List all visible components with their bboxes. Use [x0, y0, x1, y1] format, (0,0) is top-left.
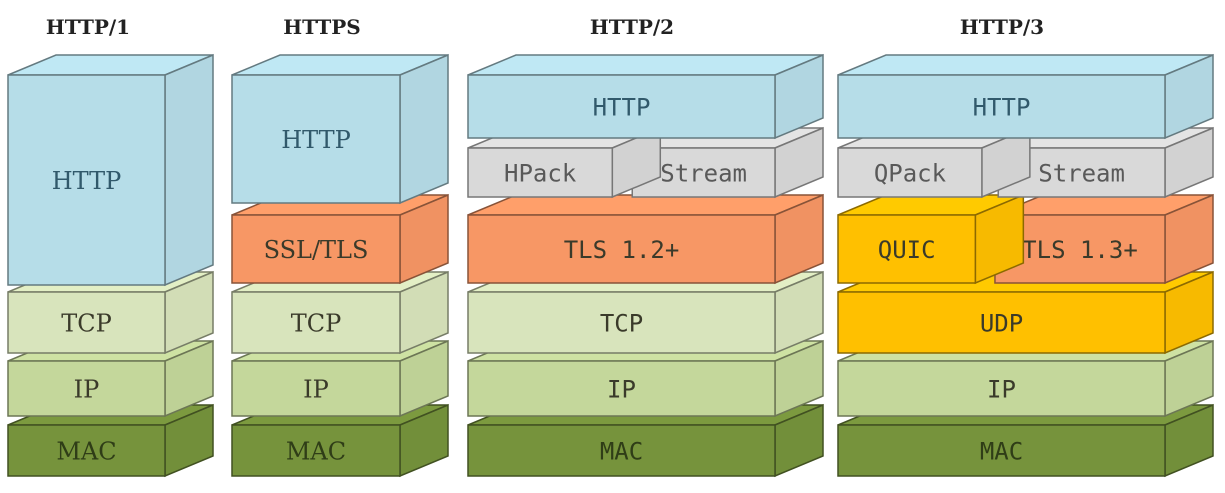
layer-top-face [467, 54, 824, 76]
layer-front-face [231, 424, 401, 477]
layer-label-tcp: TCP [291, 310, 342, 338]
stack-http-2: MAC IP TCP TLS 1.2+ Stream HPack HTTP [467, 53, 824, 478]
layer-front-face [467, 360, 776, 417]
layer-label-mac: MAC [56, 438, 116, 466]
layer-quic: QUIC [837, 193, 1025, 285]
layer-front-face [837, 424, 1166, 477]
layer-tcp: TCP [467, 270, 824, 355]
layer-front-face [467, 424, 776, 477]
layer-front-face [467, 291, 776, 354]
layer-ssl-tls: SSL/TLS [231, 193, 449, 285]
layer-label-tcp: TCP [600, 310, 643, 338]
layer-front-face [7, 74, 166, 286]
layer-top-face [467, 194, 824, 216]
column-title-http-2: HTTP/2 [590, 15, 674, 39]
layer-front-face [467, 147, 614, 198]
layer-label-mac: MAC [980, 438, 1023, 466]
layer-front-face [231, 74, 401, 204]
layer-top-face [837, 54, 1214, 76]
layer-label-tls-1-2: TLS 1.2+ [564, 236, 680, 264]
layer-label-mac: MAC [600, 438, 643, 466]
layer-label-http: HTTP [973, 94, 1031, 122]
layer-label-quic: QUIC [878, 236, 936, 264]
layer-label-udp: UDP [980, 310, 1023, 338]
layer-front-face [837, 214, 977, 284]
layer-front-face [231, 360, 401, 417]
layer-label-ssl-tls: SSL/TLS [264, 236, 369, 264]
layer-mac: MAC [837, 403, 1214, 478]
layer-label-http: HTTP [52, 167, 122, 195]
layer-label-qpack: QPack [874, 160, 947, 188]
layer-label-tcp: TCP [61, 310, 112, 338]
layer-label-ip: IP [74, 376, 100, 404]
layer-front-face [7, 424, 166, 477]
layer-tls-1-3: TLS 1.3+ [994, 193, 1214, 285]
layer-label-hpack: HPack [504, 160, 577, 188]
layer-label-tls-1-3: TLS 1.3+ [1022, 236, 1138, 264]
column-title-https: HTTPS [283, 15, 360, 39]
layer-qpack: QPack [837, 126, 1031, 199]
layer-front-face [7, 291, 166, 354]
stack-https: MAC IP TCP SSL/TLS HTTP [231, 53, 449, 478]
layer-label-stream: Stream [1038, 160, 1125, 188]
layer-front-face [837, 291, 1166, 354]
stack-http-1: MAC IP TCP HTTP [7, 53, 214, 478]
layer-tcp: TCP [231, 270, 449, 355]
layer-label-http: HTTP [281, 126, 351, 154]
layer-front-face [837, 74, 1166, 139]
layer-front-face [837, 360, 1166, 417]
layer-stream: Stream [631, 126, 824, 199]
layer-label-ip: IP [303, 376, 329, 404]
layer-label-ip: IP [987, 376, 1016, 404]
stack-http-3: MAC IP UDP TLS 1.3+ QUIC Stream QPack HTTP [837, 53, 1214, 478]
layer-label-mac: MAC [286, 438, 346, 466]
layer-front-face [7, 360, 166, 417]
layer-side-face [399, 53, 449, 205]
layer-udp: UDP [837, 270, 1214, 355]
layer-http: HTTP [467, 53, 824, 140]
column-title-http-1: HTTP/1 [46, 15, 130, 39]
column-title-http-3: HTTP/3 [960, 15, 1044, 39]
layer-front-face [994, 214, 1166, 284]
layer-label-ip: IP [607, 376, 636, 404]
layer-http: HTTP [837, 53, 1214, 140]
layer-tls-1-2: TLS 1.2+ [467, 193, 824, 285]
layer-front-face [467, 74, 776, 139]
layer-front-face [467, 214, 776, 284]
layer-mac: MAC [7, 403, 214, 478]
layer-front-face [837, 147, 983, 198]
layer-label-http: HTTP [593, 94, 651, 122]
layer-front-face [231, 214, 401, 284]
layer-label-stream: Stream [660, 160, 747, 188]
layer-side-face [164, 53, 214, 287]
layer-http: HTTP [231, 53, 449, 205]
layer-http: HTTP [7, 53, 214, 287]
layer-front-face [231, 291, 401, 354]
